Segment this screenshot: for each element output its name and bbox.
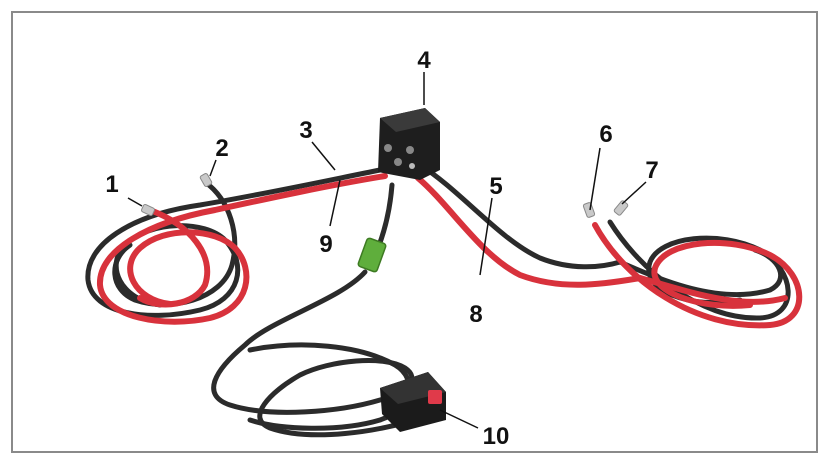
left-red-loop-2	[137, 207, 211, 308]
ring-terminal-2	[199, 173, 213, 187]
right-black-wire	[417, 162, 623, 270]
leader-3	[311, 141, 336, 171]
leader-lines	[127, 72, 647, 429]
red-wire-terminal-6	[582, 202, 596, 218]
label-4: 4	[417, 47, 431, 74]
left-coil	[85, 167, 388, 325]
label-10: 10	[483, 423, 510, 450]
label-9: 9	[319, 231, 332, 258]
label-1: 1	[105, 171, 118, 198]
right-wires	[415, 162, 643, 288]
black-wire-terminal-7	[613, 200, 629, 216]
leader-9	[329, 179, 341, 227]
left-red-loop	[96, 173, 388, 325]
label-6: 6	[599, 121, 612, 148]
leader-10	[439, 409, 479, 429]
right-coil	[592, 219, 803, 329]
leader-5	[479, 197, 493, 276]
right-red-coil-2	[637, 275, 788, 305]
label-5: 5	[489, 173, 502, 200]
relay-box	[378, 108, 440, 180]
leader-6	[589, 147, 601, 211]
label-2: 2	[215, 135, 228, 162]
label-7: 7	[645, 157, 658, 184]
green-connector	[357, 237, 387, 273]
leader-1	[127, 197, 143, 207]
ring-terminal-1	[141, 203, 155, 217]
right-red-wire	[415, 175, 643, 288]
leader-7	[621, 181, 647, 205]
label-3: 3	[299, 117, 312, 144]
label-8: 8	[469, 301, 482, 328]
rocker-switch-plug	[380, 372, 446, 432]
leader-2	[209, 159, 217, 177]
